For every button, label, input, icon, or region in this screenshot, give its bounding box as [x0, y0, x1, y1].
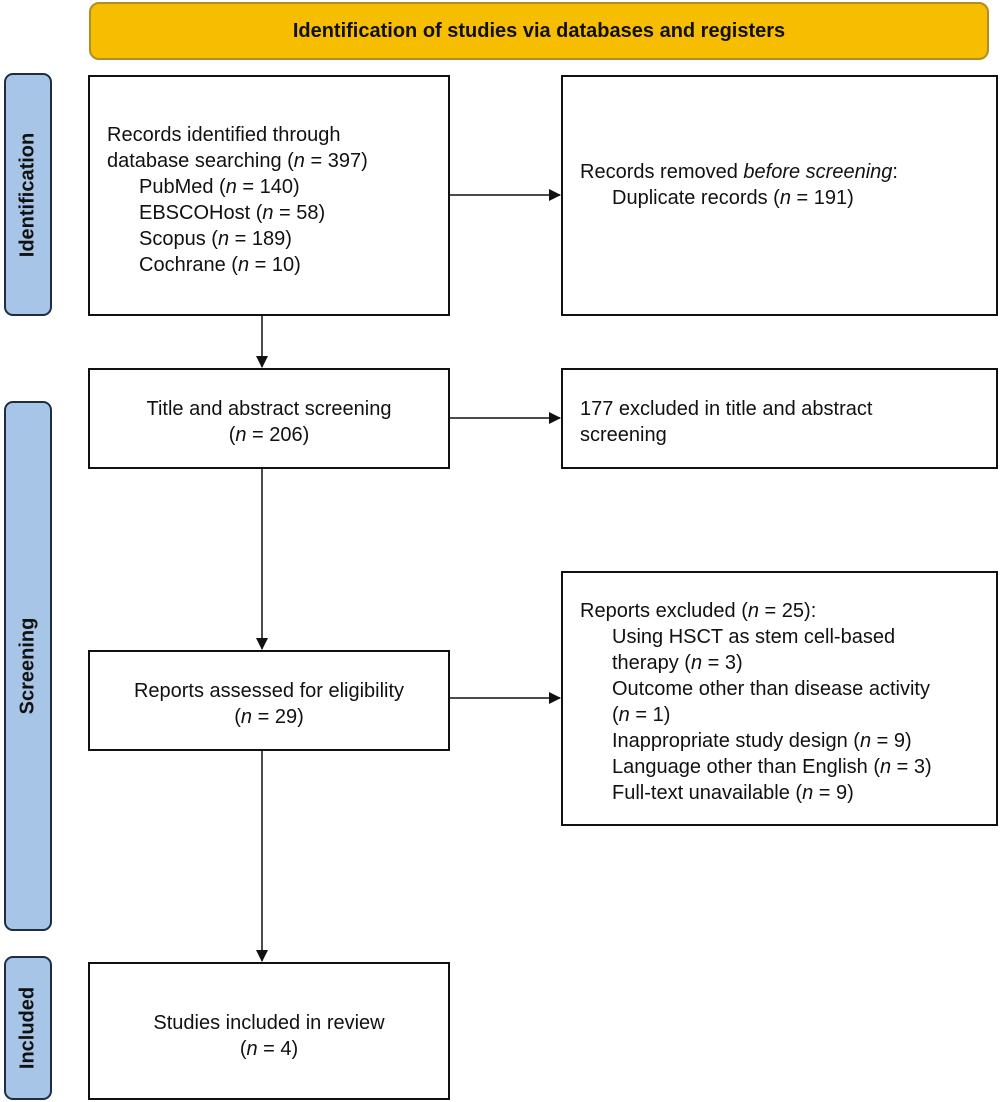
identified-line-2: database searching (n = 397): [107, 150, 368, 172]
title-excluded-line-1: 177 excluded in title and abstract: [580, 398, 873, 420]
title-excluded-line-2: screening: [580, 424, 667, 446]
title-screening-n: (n = 206): [228, 424, 310, 446]
title-screening-line-1: Title and abstract screening: [146, 398, 392, 420]
removed-line-2: Duplicate records (n = 191): [612, 187, 854, 209]
title-abstract-screening-box: Title and abstract screening (n = 206): [88, 368, 450, 469]
phase-included: Included: [4, 956, 52, 1100]
phase-identification: Identification: [4, 73, 52, 316]
header-title: Identification of studies via databases …: [292, 19, 786, 42]
exclusion-reason: therapy (n = 3): [612, 652, 743, 674]
exclusion-reason: Full-text unavailable (n = 9): [612, 782, 854, 804]
studies-included-box: Studies included in review (n = 4): [88, 962, 450, 1100]
exclusion-reason: Outcome other than disease activity: [612, 678, 930, 700]
reports-excluded-box: Reports excluded (n = 25): Using HSCT as…: [561, 571, 998, 826]
source-pubmed: PubMed (n = 140): [139, 176, 300, 198]
included-n: (n = 4): [239, 1038, 299, 1060]
source-scopus: Scopus (n = 189): [139, 228, 292, 250]
identified-line-1: Records identified through: [107, 124, 341, 146]
source-ebscohost: EBSCOHost (n = 58): [139, 202, 326, 224]
exclusion-reason: (n = 1): [612, 704, 671, 726]
exclusion-reason: Language other than English (n = 3): [612, 756, 932, 778]
exclusion-reason: Using HSCT as stem cell-based: [612, 626, 896, 648]
records-removed-box: Records removed before screening: Duplic…: [561, 75, 998, 316]
eligibility-n: (n = 29): [234, 706, 304, 728]
included-line-1: Studies included in review: [153, 1012, 385, 1034]
exclusion-reason: Inappropriate study design (n = 9): [612, 730, 912, 752]
phase-screening: Screening: [4, 401, 52, 931]
records-identified-box: Records identified through database sear…: [88, 75, 450, 316]
header-banner: Identification of studies via databases …: [89, 2, 989, 60]
eligibility-line-1: Reports assessed for eligibility: [133, 680, 405, 702]
eligibility-box: Reports assessed for eligibility (n = 29…: [88, 650, 450, 751]
reports-excluded-title: Reports excluded (n = 25):: [580, 600, 817, 622]
removed-line-1: Records removed before screening:: [580, 161, 898, 183]
source-cochrane: Cochrane (n = 10): [139, 254, 301, 276]
title-excluded-box: 177 excluded in title and abstract scree…: [561, 368, 998, 469]
